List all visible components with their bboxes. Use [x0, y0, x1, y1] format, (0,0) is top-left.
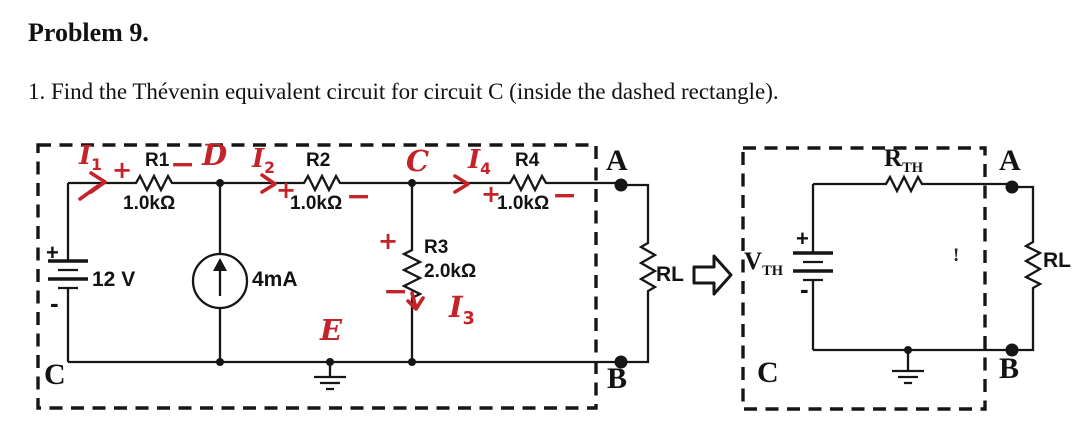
- polarity-plus-r3: +: [378, 227, 399, 255]
- region-label-left: C: [44, 358, 66, 391]
- resistor-r2: [300, 173, 344, 193]
- terminal-b-label-left: B: [607, 362, 628, 395]
- rl-label-right: RL: [1043, 249, 1071, 272]
- terminal-a-label-left: A: [606, 144, 628, 177]
- polarity-plus-r2: +: [276, 176, 297, 204]
- polarity-minus-r4: −: [552, 178, 578, 213]
- battery-plus-left: +: [46, 240, 59, 265]
- r4-value: 1.0kΩ: [497, 193, 550, 214]
- r1-value: 1.0kΩ: [123, 193, 176, 214]
- left-circuit-box: [36, 143, 598, 410]
- annotation-i2: I2: [252, 144, 276, 178]
- stray-mark: !: [953, 245, 960, 266]
- left-junction-dots: [213, 178, 628, 369]
- terminal-b-dot-right: [1005, 343, 1019, 357]
- polarity-minus-r1: −: [170, 147, 196, 182]
- annotation-node-c: C: [406, 144, 430, 178]
- polarity-plus-r1: +: [112, 156, 133, 184]
- polarity-minus-r2: −: [346, 179, 372, 214]
- problem-title: Problem 9.: [28, 18, 149, 47]
- r3-value: 2.0kΩ: [424, 261, 477, 282]
- terminal-a-dot-left: [614, 178, 628, 192]
- rth-label: RTH: [884, 146, 923, 176]
- battery-plus-right: +: [796, 226, 809, 251]
- current-source-value: 4mA: [252, 268, 298, 291]
- resistor-rth: [882, 174, 926, 194]
- terminal-b-label-right: B: [999, 352, 1020, 385]
- left-circuit-wires: [66, 173, 658, 391]
- instruction-text: 1. Find the Thévenin equivalent circuit …: [28, 79, 779, 104]
- resistor-rl-left: [638, 238, 658, 296]
- current-arrow-i3-head: [406, 296, 425, 311]
- current-arrow-i2: [260, 173, 277, 194]
- rth-sub: TH: [902, 160, 924, 176]
- vth-label: VTH: [744, 249, 783, 279]
- rth-base: R: [884, 145, 903, 172]
- right-circuit-wires: [811, 174, 1043, 385]
- voltage-source-value: 12 V: [92, 268, 136, 291]
- r3-name: R3: [424, 237, 449, 258]
- r2-name: R2: [306, 150, 331, 171]
- handwritten-arrows: [78, 171, 470, 311]
- right-circuit-box: [741, 146, 987, 411]
- terminal-a-label-right: A: [999, 144, 1021, 177]
- left-battery-plates: [48, 259, 88, 290]
- r2-value: 1.0kΩ: [290, 193, 343, 214]
- battery-minus-right: -: [800, 274, 809, 304]
- ground-symbol-left: [314, 362, 346, 391]
- region-label-right: C: [757, 356, 779, 389]
- annotation-i1: I1: [79, 141, 103, 175]
- annotation-i3: I3: [449, 290, 475, 329]
- terminal-b-dot-left: [614, 355, 628, 369]
- right-junction-dots: [904, 180, 1019, 357]
- annotation-i4: I4: [468, 145, 492, 179]
- terminal-a-dot-right: [1005, 180, 1019, 194]
- vth-base: V: [744, 248, 763, 275]
- rl-label-left: RL: [656, 263, 684, 286]
- ground-symbol-right: [892, 350, 924, 385]
- current-arrow-i3-stem: [410, 291, 418, 310]
- resistor-r3: [401, 245, 423, 302]
- resistor-rl-right: [1023, 238, 1043, 292]
- right-battery-plates: [793, 251, 833, 282]
- r1-name: R1: [145, 150, 170, 171]
- current-source-arrowhead: [213, 258, 227, 271]
- annotation-node-d: D: [202, 138, 228, 172]
- polarity-plus-r4: +: [481, 180, 502, 208]
- resistor-r1: [132, 173, 176, 193]
- vth-sub: TH: [762, 263, 784, 279]
- battery-minus-left: -: [50, 288, 59, 318]
- current-arrow-i1-tail: [78, 184, 100, 201]
- current-arrow-i4: [453, 174, 470, 194]
- resistor-r4: [506, 173, 550, 193]
- r4-name: R4: [515, 150, 540, 171]
- implies-arrow-icon: [692, 254, 733, 296]
- annotation-node-e: E: [320, 313, 343, 347]
- polarity-minus-r3: −: [383, 274, 409, 309]
